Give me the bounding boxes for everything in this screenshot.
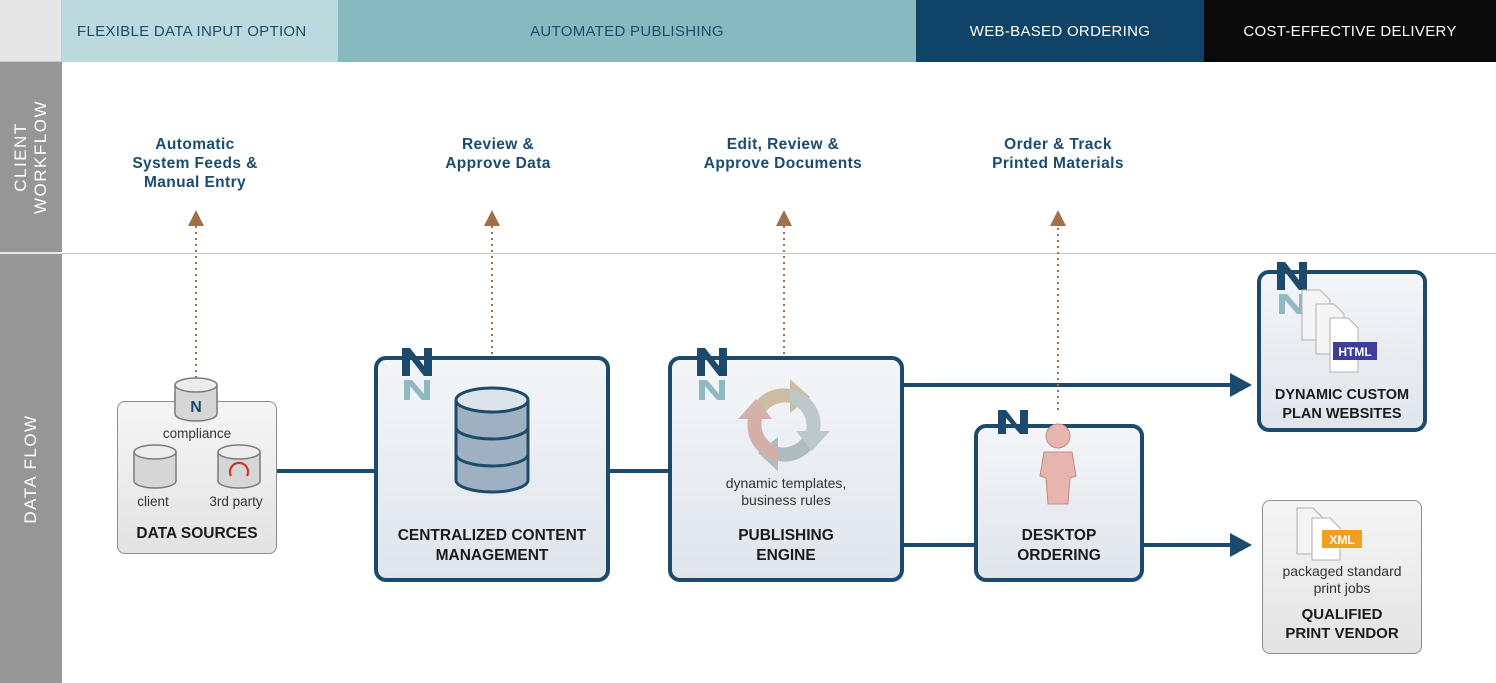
workflow-step-review-approve-data: Review &Approve Data [445, 136, 551, 172]
arrowhead-vendor [1230, 533, 1252, 557]
publishing-engine-node: dynamic templates, business rules PUBLIS… [668, 356, 904, 582]
arrowhead-websites [1230, 373, 1252, 397]
content-management-title: CENTRALIZED CONTENT MANAGEMENT [397, 527, 587, 564]
publishing-engine-title: PUBLISHING ENGINE [738, 527, 834, 564]
client-workflow-sidebar: CLIENT WORKFLOW [0, 62, 62, 254]
header-cost-effective-delivery: COST-EFFECTIVE DELIVERY [1204, 0, 1496, 62]
data-flow-sidebar: DATA FLOW [0, 254, 62, 683]
header-corner [0, 0, 62, 62]
plan-websites-title: DYNAMIC CUSTOM PLAN WEBSITES [1274, 387, 1410, 422]
header-flexible-data-input: FLEXIBLE DATA INPUT OPTION [62, 0, 338, 62]
desktop-ordering-node: DESKTOP ORDERING [974, 424, 1144, 582]
print-vendor-node: packaged standard print jobs QUALIFIED P… [1262, 500, 1422, 654]
client-label: client [137, 494, 169, 509]
desktop-ordering-title: DESKTOP ORDERING [1017, 527, 1101, 564]
publishing-engine-subtitle: dynamic templates, business rules [725, 475, 847, 508]
header-automated-publishing: AUTOMATED PUBLISHING [338, 0, 916, 62]
plan-websites-node: DYNAMIC CUSTOM PLAN WEBSITES [1257, 270, 1427, 432]
data-sources-node: compliance client 3rd party DATA SOURCES [117, 401, 277, 554]
section-divider [62, 253, 1496, 254]
content-management-node: CENTRALIZED CONTENT MANAGEMENT [374, 356, 610, 582]
print-vendor-subtitle: packaged standard print jobs [1282, 563, 1402, 596]
header-web-based-ordering: WEB-BASED ORDERING [916, 0, 1204, 62]
data-sources-title: DATA SOURCES [136, 525, 258, 542]
workflow-step-edit-review-documents: Edit, Review &Approve Documents [703, 136, 863, 172]
print-vendor-title: QUALIFIED PRINT VENDOR [1285, 606, 1399, 642]
compliance-label: compliance [162, 426, 232, 441]
third-party-label: 3rd party [209, 494, 263, 509]
